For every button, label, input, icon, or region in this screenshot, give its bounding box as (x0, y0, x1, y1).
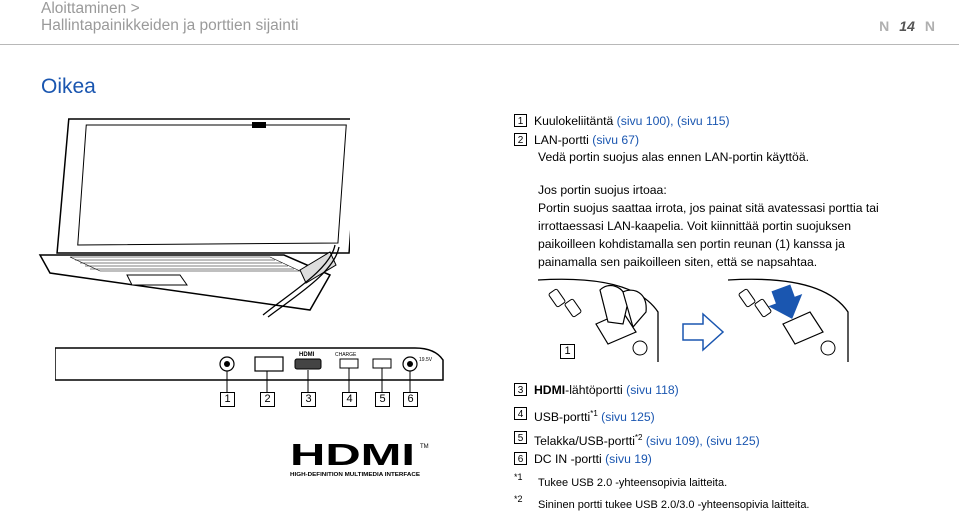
hdmi-logo: HDMI TM HIGH-DEFINITION MULTIMEDIA INTER… (290, 440, 429, 478)
list-item-usb: 4 USB-portti*1 (sivu 125) (514, 406, 655, 425)
item-number-box: 5 (514, 431, 527, 444)
item-label: USB-portti (534, 410, 591, 425)
item-label: LAN-portti (534, 133, 589, 147)
page-navigation: N 14 N (879, 18, 935, 34)
footnote-2-mark: *2 (514, 494, 523, 504)
next-page-arrow-icon[interactable]: N (924, 18, 935, 34)
list-item-headphone: 1 Kuulokeliitäntä (sivu 100), (sivu 115) (514, 113, 730, 129)
item-label: Kuulokeliitäntä (534, 114, 614, 128)
page-link[interactable]: (sivu 125) (601, 410, 655, 425)
list-item-hdmi: 3 HDMI-lähtöportti (sivu 118) (514, 382, 679, 398)
item-number-box: 3 (514, 383, 527, 396)
side-ports-diagram: HDMI CHARGE 19.5V (55, 347, 444, 392)
item-label: Telakka/USB-portti (534, 434, 635, 449)
hdmi-logo-wordmark: HDMI (290, 440, 415, 472)
callout-1: 1 (220, 392, 235, 407)
cover-text-line4: painamalla sen paikoilleen siten, että s… (538, 255, 818, 269)
laptop-illustration (38, 118, 350, 318)
item-label: DC IN -portti (534, 452, 602, 466)
footnote-2-text: Sininen portti tukee USB 2.0/3.0 -yhteen… (538, 499, 810, 511)
page-link[interactable]: (sivu 19) (605, 452, 652, 466)
item-number-box: 2 (514, 133, 527, 146)
lan-note: Vedä portin suojus alas ennen LAN-portin… (538, 150, 810, 164)
callout-3: 3 (301, 392, 316, 407)
previous-page-arrow-icon[interactable]: N (879, 18, 890, 34)
charge-port-label: CHARGE (335, 352, 357, 358)
list-item-lan: 2 LAN-portti (sivu 67) (514, 132, 639, 148)
hdmi-port-label: HDMI (299, 352, 315, 358)
callout-5: 5 (375, 392, 390, 407)
cover-heading: Jos portin suojus irtoaa: (538, 183, 667, 197)
hdmi-logo-tagline: HIGH-DEFINITION MULTIMEDIA INTERFACE (290, 472, 420, 478)
footnote-ref: *1 (590, 409, 598, 418)
dcin-port-label: 19.5V (419, 357, 433, 363)
header-divider (0, 44, 959, 45)
cover-text-line3: paikoilleen kohdistamalla sen portin reu… (538, 237, 845, 251)
page-link[interactable]: (sivu 109), (sivu 125) (645, 434, 760, 449)
footnote-1-text: Tukee USB 2.0 -yhteensopivia laitteita. (538, 477, 728, 489)
hdmi-logo-tm: TM (420, 444, 429, 450)
list-item-dcin: 6 DC IN -portti (sivu 19) (514, 451, 652, 467)
callout-2: 2 (260, 392, 275, 407)
cover-callout-1: 1 (560, 344, 575, 359)
breadcrumb-parent[interactable]: Aloittaminen > (41, 0, 140, 17)
list-item-dock-usb: 5 Telakka/USB-portti*2 (sivu 109), (sivu… (514, 430, 760, 449)
cover-text-line1: Portin suojus saattaa irrota, jos painat… (538, 201, 879, 215)
page-number: 14 (899, 18, 915, 34)
section-title: Oikea (41, 75, 96, 98)
page-link[interactable]: (sivu 67) (592, 133, 639, 147)
callout-6: 6 (403, 392, 418, 407)
breadcrumb-current: Hallintapainikkeiden ja porttien sijaint… (41, 17, 299, 34)
page-link[interactable]: (sivu 100), (sivu 115) (616, 114, 730, 128)
item-number-box: 1 (514, 114, 527, 127)
callout-4: 4 (342, 392, 357, 407)
footnote-ref: *2 (634, 433, 643, 442)
item-number-box: 4 (514, 407, 527, 420)
cover-text-line2: irrottaessasi LAN-kaapelia. Voit kiinnit… (538, 219, 851, 233)
page-link[interactable]: (sivu 118) (626, 383, 679, 397)
item-number-box: 6 (514, 452, 527, 465)
item-label-bold: HDMI (534, 383, 566, 397)
item-label: -lähtöportti (565, 383, 623, 397)
port-cover-illustration (537, 278, 849, 362)
footnote-1-mark: *1 (514, 472, 523, 482)
